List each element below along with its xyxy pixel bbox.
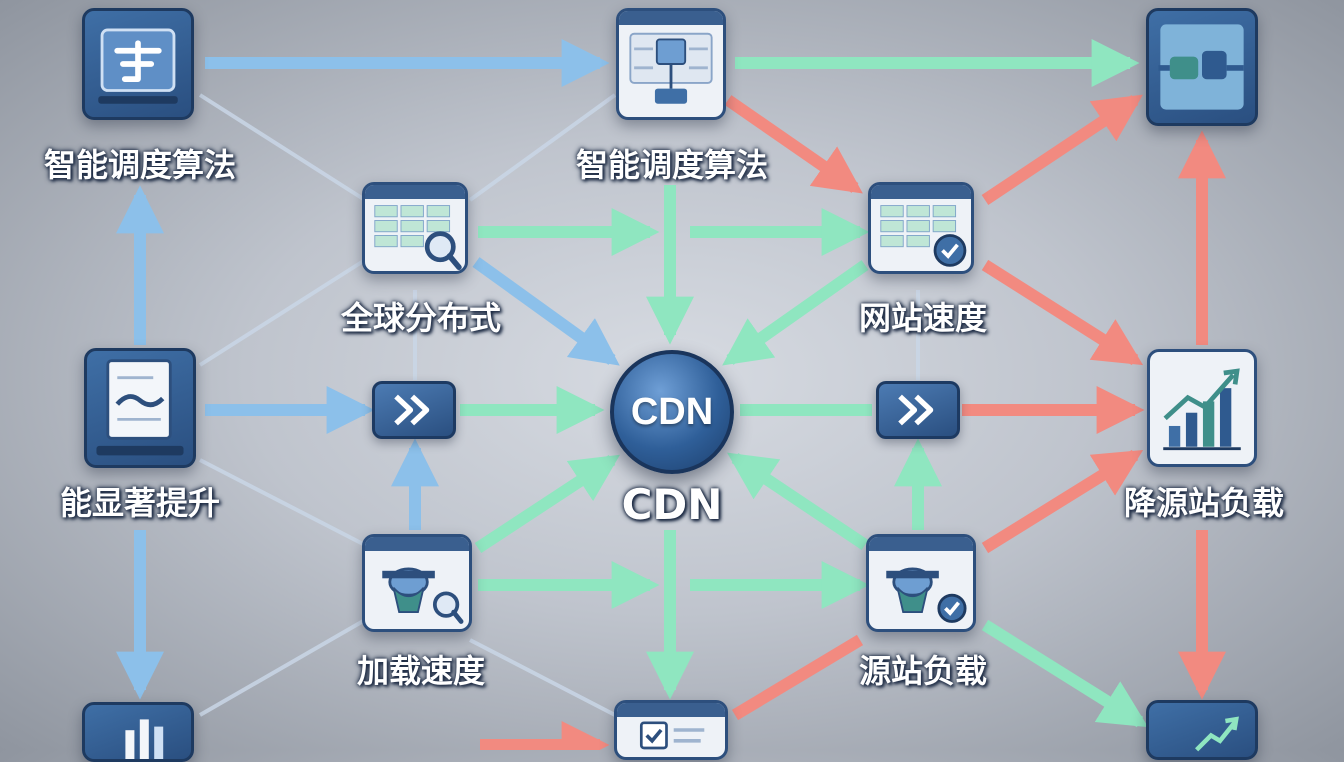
arrow-originload-bottomright bbox=[981, 619, 1149, 728]
checklist-icon bbox=[639, 721, 705, 750]
trend-icon bbox=[1195, 716, 1239, 752]
grid-check-icon bbox=[880, 205, 967, 267]
label-site-speed: 网站速度 bbox=[858, 299, 988, 337]
arrow-sitespeed-reduce bbox=[981, 259, 1144, 366]
arrow-loadspeed-hub bbox=[474, 454, 621, 554]
line-topleft-global bbox=[198, 93, 367, 202]
line-improve-loadspeed bbox=[199, 458, 366, 547]
connector-lines bbox=[198, 93, 920, 717]
cdn-hub[interactable]: CDN bbox=[610, 350, 734, 474]
node-origin-load[interactable] bbox=[866, 534, 976, 632]
node-top-right[interactable] bbox=[1146, 8, 1258, 126]
green-arrows bbox=[460, 39, 1149, 728]
node-bottom-left[interactable] bbox=[82, 702, 194, 762]
arrow-sitespeed-topright bbox=[981, 94, 1143, 205]
document-icon bbox=[96, 359, 184, 456]
node-reduce-load[interactable] bbox=[1147, 349, 1257, 467]
arrow-global-hub bbox=[472, 257, 620, 366]
label-top-center: 智能调度算法 bbox=[575, 146, 769, 184]
label-global: 全球分布式 bbox=[340, 299, 502, 337]
growth-chart-icon bbox=[1163, 368, 1241, 451]
line-bottomleft-loadspeed bbox=[199, 618, 366, 717]
node-site-speed[interactable] bbox=[868, 182, 974, 274]
dispatch-flow-icon bbox=[629, 32, 713, 104]
line-bottomcenter-originload bbox=[731, 634, 864, 721]
line-loadspeed-bottomcenter bbox=[469, 638, 616, 717]
red-arrows bbox=[480, 94, 1226, 750]
scheduler-chip-icon bbox=[98, 28, 178, 104]
label-load-speed: 加载速度 bbox=[356, 652, 486, 690]
connector-icon bbox=[1158, 24, 1244, 110]
forward-icon bbox=[898, 394, 934, 426]
label-origin-load: 源站负载 bbox=[858, 652, 988, 690]
line-improve-global bbox=[198, 258, 367, 367]
cdn-hub-label: CDN bbox=[630, 390, 714, 433]
arrow-topcenter-sitespeed bbox=[724, 95, 863, 194]
relay-left[interactable] bbox=[372, 381, 456, 439]
grid-search-icon bbox=[374, 205, 462, 271]
line-topcenter-global bbox=[468, 93, 617, 202]
server-search-icon bbox=[382, 567, 464, 624]
forward-icon bbox=[394, 394, 430, 426]
arrow-originload-reduce bbox=[981, 449, 1144, 554]
node-improve[interactable] bbox=[84, 348, 196, 468]
label-reduce-load: 降源站负载 bbox=[1123, 484, 1285, 522]
node-load-speed[interactable] bbox=[362, 534, 472, 632]
blue-arrows bbox=[116, 39, 620, 700]
relay-right[interactable] bbox=[876, 381, 960, 439]
node-top-left[interactable] bbox=[82, 8, 194, 120]
arrow-sitespeed-hub bbox=[722, 260, 869, 366]
server-check-icon bbox=[886, 567, 967, 623]
arrow-originload-hub bbox=[727, 452, 869, 550]
label-improve: 能显著提升 bbox=[59, 484, 221, 522]
label-top-left: 智能调度算法 bbox=[43, 146, 237, 184]
node-bottom-right[interactable] bbox=[1146, 700, 1258, 760]
node-global[interactable] bbox=[362, 182, 468, 274]
node-top-center[interactable] bbox=[616, 8, 726, 120]
node-bottom-center[interactable] bbox=[614, 700, 728, 760]
label-cdn: CDN bbox=[621, 480, 723, 529]
bar-chart-icon bbox=[125, 719, 164, 759]
